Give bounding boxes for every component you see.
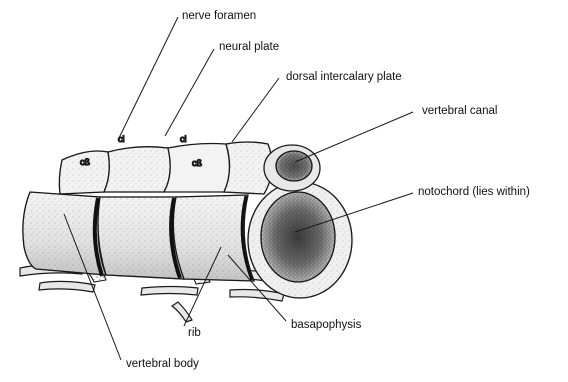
leader-neural-plate <box>165 49 214 136</box>
label-rib: rib <box>188 328 201 340</box>
leader-vertebral-canal <box>295 112 413 162</box>
leader-nerve-foramen <box>118 17 178 140</box>
label-notochord: notochord (lies within) <box>418 187 530 199</box>
rib-shape-2 <box>39 281 95 292</box>
foramen-mark-4: cß <box>192 158 203 168</box>
vertebral-bodies <box>23 182 352 298</box>
label-nerve-foramen: nerve foramen <box>182 11 256 23</box>
label-basapophysis: basapophysis <box>291 320 361 332</box>
rib-shape-7 <box>172 302 192 322</box>
foramen-mark-1: cß <box>80 157 91 167</box>
rib-shape-4 <box>141 287 198 296</box>
neural-arches: cß ci ci cß <box>59 134 320 194</box>
label-dorsal-intercalary-plate: dorsal intercalary plate <box>286 72 402 84</box>
label-vertebral-canal: vertebral canal <box>422 106 497 118</box>
leader-dorsal-plate <box>232 78 279 142</box>
foramen-mark-3: ci <box>180 134 187 144</box>
label-vertebral-body: vertebral body <box>126 359 199 371</box>
label-neural-plate: neural plate <box>219 42 279 54</box>
